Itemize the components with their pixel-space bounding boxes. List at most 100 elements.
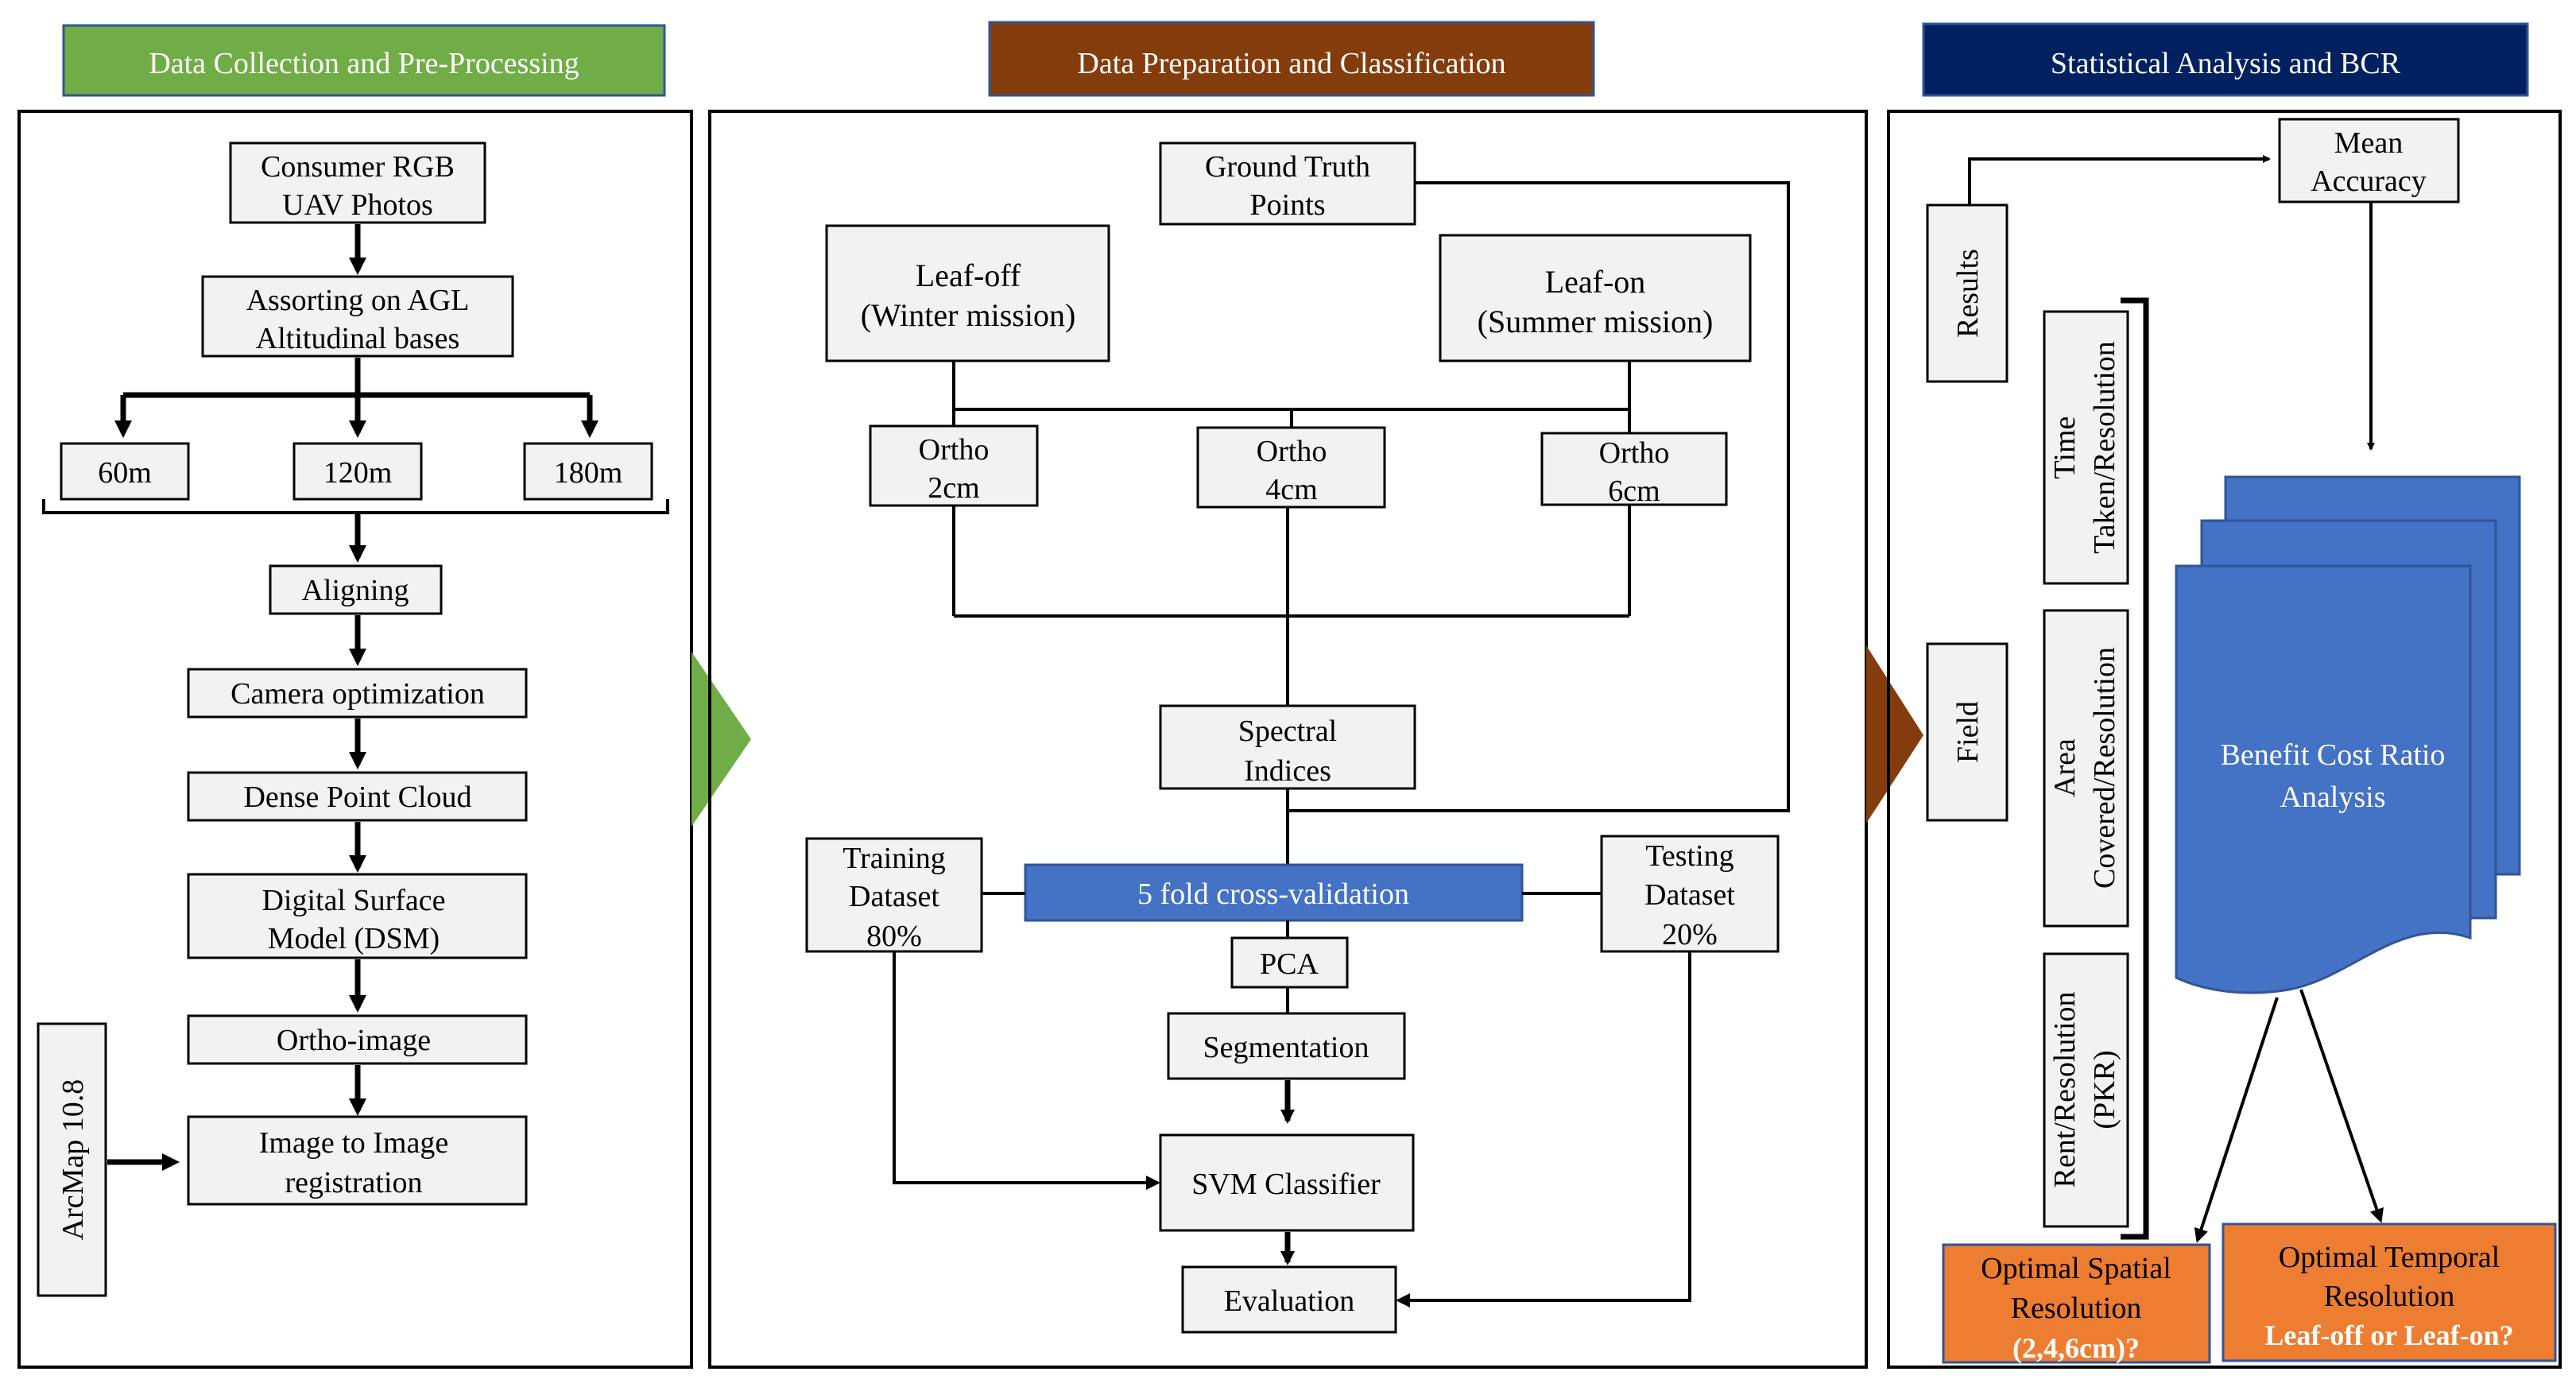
spectral-line2: Indices [1244,754,1331,788]
altitude-180-box [523,442,653,501]
brown-chevron [1866,645,1923,823]
area-resolution-box [2043,609,2129,928]
ortho-6cm-line2: 6cm [1608,475,1660,508]
altitude-180-label: 180m [554,456,623,490]
bcr-line1: Benefit Cost Ratio [2221,738,2446,772]
temporal-line3: Leaf-off or Leaf-on? [2264,1319,2513,1351]
ortho-4cm-line1: Ortho [1257,435,1327,468]
segmentation-box [1167,1012,1406,1080]
assorting-box [201,275,514,358]
camera-optimization-label: Camera optimization [230,677,485,711]
leaf-off-line1: Leaf-off [916,258,1021,293]
ortho-4cm-box [1196,426,1386,509]
ortho-image-box [187,1014,528,1065]
results-box [1926,203,2009,383]
mean-accuracy-line1: Mean [2334,126,2404,160]
ground-truth-connector [1288,181,1790,812]
altitude-60-label: 60m [98,456,152,490]
optimal-temporal-box [2222,1222,2557,1362]
header-data-collection [62,24,666,97]
header-statistical-analysis [1922,22,2529,97]
testing-line2: Dataset [1644,878,1735,912]
spatial-line3: (2,4,6cm)? [2012,1332,2140,1364]
consumer-rgb-line2: UAV Photos [282,188,433,222]
leaf-off-line2: (Winter mission) [861,297,1076,333]
field-box [1926,642,2009,822]
evaluation-box [1181,1265,1397,1334]
panel-data-preparation: Data Preparation and Classification Grou… [708,21,1868,1369]
consumer-rgb-line1: Consumer RGB [261,150,455,184]
leaf-on-box [1439,234,1752,362]
ortho-2cm-line1: Ortho [919,433,990,467]
time-line1: Time [2048,416,2082,479]
ortho-2cm-line2: 2cm [928,471,979,505]
bcr-to-temporal [2299,989,2384,1223]
temporal-line1: Optimal Temporal [2279,1241,2500,1274]
panel-statistical-analysis: Statistical Analysis and BCR Results Mea… [1887,22,2562,1369]
time-line2: Taken/Resolution [2088,341,2121,554]
evaluation-label: Evaluation [1224,1284,1355,1318]
ground-truth-line1: Ground Truth [1205,150,1370,184]
dsm-line2: Model (DSM) [268,922,440,955]
assorting-line1: Assorting on AGL [246,284,470,317]
camera-optimization-box [187,668,528,719]
arcmap-label: ArcMap 10.8 [56,1079,90,1241]
aligning-label: Aligning [301,574,409,607]
leaf-on-line1: Leaf-on [1545,264,1646,300]
pca-box [1230,936,1349,989]
training-dataset-box [805,837,983,953]
spectral-line1: Spectral [1238,715,1338,748]
segmentation-label: Segmentation [1203,1031,1369,1064]
results-label: Results [1951,249,1985,338]
ortho-6cm-box [1540,432,1728,506]
area-line1: Area [2048,738,2082,797]
ortho-image-label: Ortho-image [277,1024,431,1057]
area-line2: Covered/Resolution [2088,647,2121,889]
dsm-box [187,873,528,959]
dsm-line1: Digital Surface [261,884,445,917]
results-to-mean [1968,155,2271,205]
registration-line2: registration [285,1166,422,1199]
training-line2: Dataset [849,880,939,913]
panel-data-collection: Data Collection and Pre-Processing Consu… [17,24,693,1369]
mean-accuracy-line2: Accuracy [2311,165,2427,198]
panel-frame-right [1887,110,2562,1369]
altitude-120-box [292,442,423,501]
altitude-bracket [42,499,669,514]
ground-truth-box [1159,141,1416,226]
ground-truth-line2: Points [1249,188,1325,222]
altitude-120-label: 120m [323,456,393,490]
mean-accuracy-box [2278,118,2460,203]
ortho-6cm-line1: Ortho [1599,436,1670,470]
assorting-line2: Altitudinal bases [256,322,459,355]
arcmap-box [37,1022,107,1297]
header-data-preparation [988,21,1595,97]
green-chevron [691,652,751,827]
field-label: Field [1951,701,1985,763]
cross-validation-label: 5 fold cross-validation [1137,878,1409,911]
training-to-svm [893,951,1160,1190]
pca-label: PCA [1260,947,1319,981]
metrics-bracket [2121,297,2149,1240]
registration-line1: Image to Image [259,1126,448,1160]
registration-box [187,1115,528,1206]
leaf-off-box [825,224,1110,362]
bcr-to-spatial [2194,997,2279,1243]
aligning-box [269,564,443,615]
training-line3: 80% [866,920,922,953]
ortho-4cm-line2: 4cm [1265,473,1317,506]
time-resolution-box [2043,310,2129,585]
header-statistical-analysis-label: Statistical Analysis and BCR [2051,47,2401,80]
spatial-line1: Optimal Spatial [1981,1252,2171,1285]
svm-classifier-box [1159,1133,1415,1232]
dense-point-cloud-label: Dense Point Cloud [243,781,471,814]
consumer-rgb-box [229,141,486,224]
bcr-line2: Analysis [2280,781,2386,814]
rent-line2: (PKR) [2088,1050,2121,1129]
rent-resolution-box [2043,952,2129,1228]
rent-line1: Rent/Resolution [2048,992,2082,1188]
testing-line3: 20% [1662,918,1718,951]
ortho-2cm-box [869,424,1039,507]
training-line1: Training [843,842,946,875]
